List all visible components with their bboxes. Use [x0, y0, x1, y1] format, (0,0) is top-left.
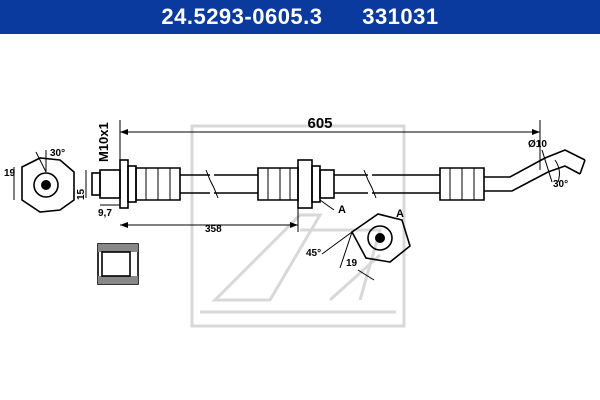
- section-detail: [97, 243, 139, 285]
- dimension-605: 605: [119, 115, 541, 170]
- hose-body: [91, 149, 586, 209]
- hex-size-left-label: 19: [4, 168, 16, 179]
- view-a-angle-label: 45°: [306, 248, 321, 259]
- offset-label: 15: [76, 188, 87, 200]
- dimension-fitting-length: 9,7: [98, 204, 120, 219]
- angle-left-label: 30°: [50, 148, 65, 159]
- bend-angle-label: 30°: [553, 179, 568, 190]
- tube-diameter-label: Ø10: [528, 139, 547, 150]
- partial-length-label: 358: [205, 224, 222, 235]
- header-bar: 24.5293-0605.3 331031: [0, 0, 600, 34]
- left-end-view: 19 30°: [4, 148, 75, 213]
- dimension-358: 358: [120, 205, 299, 235]
- fitting-length-label: 9,7: [98, 208, 112, 219]
- view-a-label: A: [396, 208, 404, 220]
- hex-size-right-label: 19: [346, 258, 358, 269]
- header-spacer: [323, 4, 363, 30]
- part-number: 24.5293-0605.3: [161, 4, 323, 29]
- total-length-label: 605: [307, 115, 332, 132]
- dimension-offset: 15: [76, 170, 87, 200]
- view-a: A 45° 19: [306, 208, 411, 281]
- thread-label: M10x1: [96, 122, 111, 162]
- section-a-marker: A: [319, 199, 346, 216]
- brake-hose-drawing: 605 M10x1: [4, 115, 586, 328]
- section-a-label: A: [338, 204, 346, 216]
- alt-number: 331031: [362, 4, 439, 29]
- bend-dimensions: Ø10 30°: [528, 139, 568, 190]
